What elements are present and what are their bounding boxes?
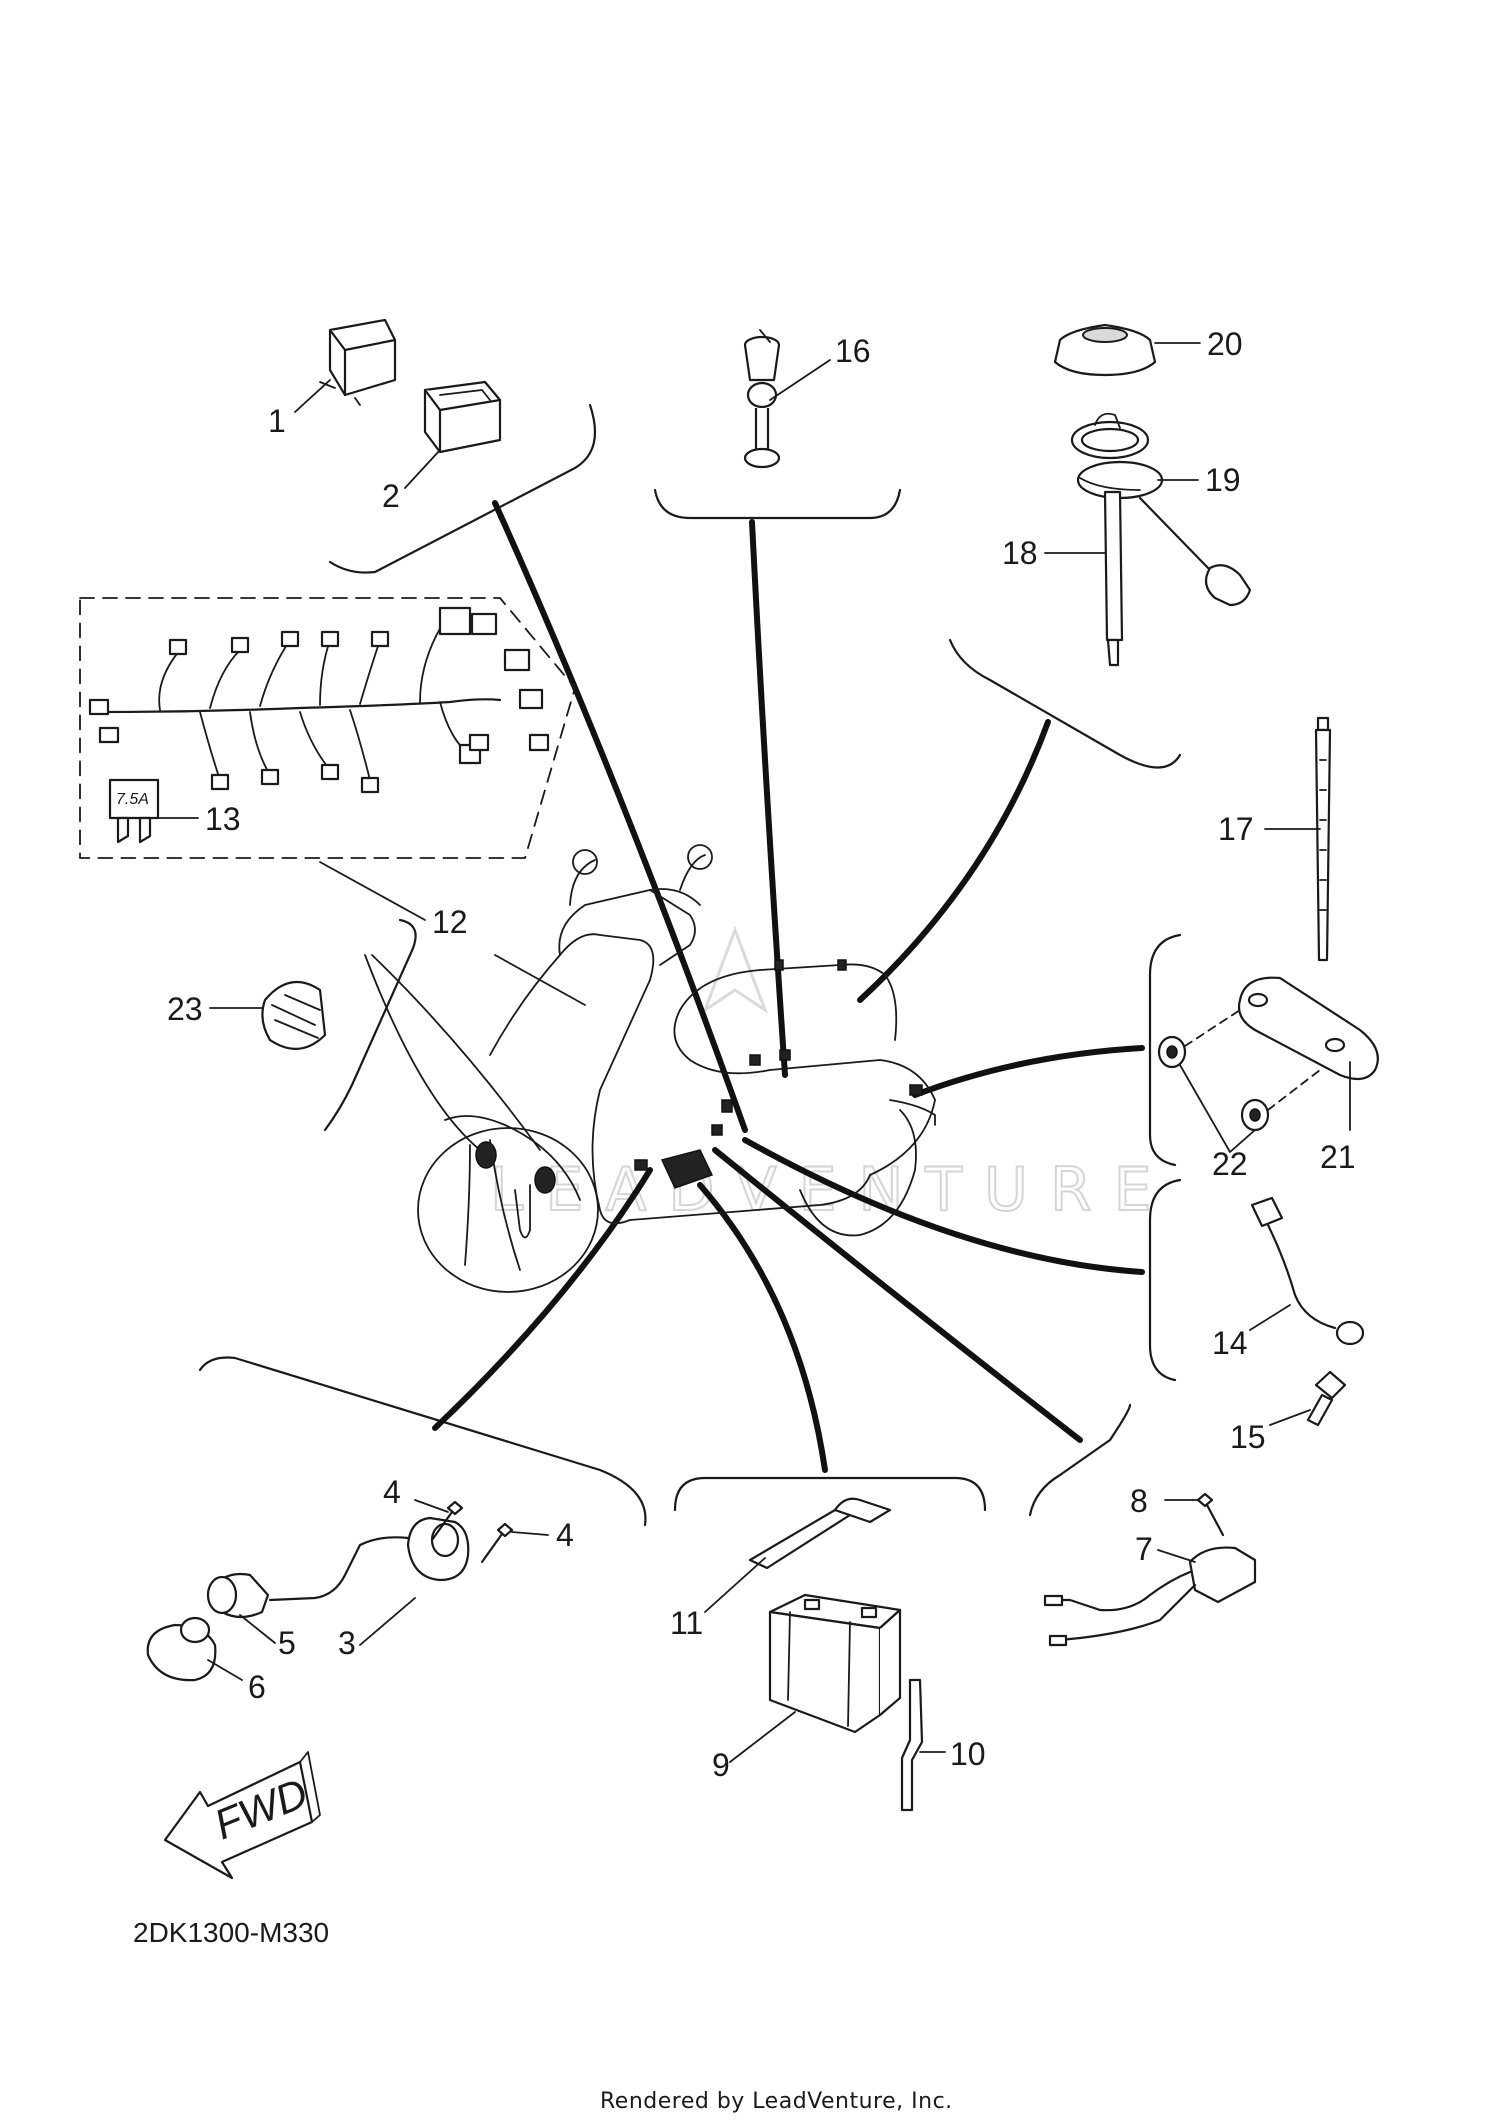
callout-10: 10 [950,1736,986,1772]
callout-2: 2 [382,478,400,514]
leader-lines [364,500,1145,1473]
part-14-lead-wire [1250,1196,1365,1346]
leader-4a [414,1499,449,1513]
callout-13: 13 [205,801,241,837]
callout-1: 1 [268,403,286,439]
leader-11 [704,1557,766,1613]
part-20-grommet [1053,323,1157,377]
fuse-rating-text: 7.5A [116,791,149,808]
bracket-lead-group [1148,1178,1182,1382]
part-1-relay [319,318,397,406]
part-19-fuel-gauge-ring [1070,412,1164,500]
callout-12: 12 [432,904,468,940]
part-18-fuel-sender [1103,490,1252,667]
callout-22: 22 [1212,1146,1248,1182]
callout-4a: 4 [383,1474,401,1510]
part-6-boot [146,1616,217,1682]
bracket-relay-group [328,403,597,574]
callout-21: 21 [1320,1139,1356,1175]
leader-4b [511,1531,549,1536]
callout-4b: 4 [556,1517,574,1553]
part-13-fuse: 7.5A [108,778,160,844]
part-5-plug-cap [206,1572,270,1619]
bracket-plate-group [1148,933,1182,1167]
callout-23: 23 [167,991,203,1027]
bracket-fuel-group [948,638,1182,769]
callout-15: 15 [1230,1419,1266,1455]
callout-11: 11 [670,1605,703,1641]
callout-20: 20 [1207,326,1243,362]
callout-3: 3 [338,1625,356,1661]
part-9-battery [768,1593,902,1734]
part-11-battery-band [748,1497,892,1570]
part-17-cable-tie [1314,716,1332,962]
fwd-arrow: FWD [163,1751,321,1880]
leader-7 [1157,1549,1196,1563]
part-2-housing [423,380,502,454]
callout-5: 5 [278,1625,296,1661]
watermark: LEADVENTURE [489,925,1174,1226]
callout-17: 17 [1218,811,1254,847]
bracket-sensor-group [653,488,902,520]
callout-6: 6 [248,1669,266,1705]
callout-8: 8 [1130,1483,1148,1519]
bracket-ignition-group [198,1356,647,1527]
part-15-bolt [1306,1370,1347,1427]
callout-14: 14 [1212,1325,1248,1361]
bracket-battery-group [673,1476,987,1512]
scooter-outline [417,844,936,1293]
part-8-screw [1196,1492,1225,1537]
part-21-plate [1237,976,1379,1081]
bracket-horn-group [323,918,417,1132]
callout-18: 18 [1002,535,1038,571]
callout-16: 16 [835,333,871,369]
callout-9: 9 [712,1747,730,1783]
part-7-control-unit [1043,1546,1257,1647]
leader-14 [1249,1304,1291,1331]
diagram-code: 2DK1300-M330 [133,1917,329,1948]
callout-7: 7 [1135,1531,1153,1567]
part-12-wire-harness [79,597,576,859]
part-22-grommets [1157,1009,1321,1132]
leader-6 [207,1659,243,1681]
leader-5 [239,1614,276,1644]
callout-19: 19 [1205,462,1241,498]
leader-22 [1179,1064,1256,1153]
part-4-screws [430,1500,514,1564]
bracket-unit-group [1028,1403,1132,1517]
leader-1 [294,379,331,413]
leader-2 [404,449,441,489]
part-3-ignition-coil [268,1516,470,1602]
leader-12 [319,861,586,1006]
part-10-breather-pipe [900,1678,924,1812]
leader-3 [359,1597,416,1646]
rendered-by-footer: Rendered by LeadVenture, Inc. [600,2089,953,2114]
part-23-horn [261,980,327,1050]
part-16-sensor [743,329,781,469]
leader-16 [769,359,831,401]
callout-labels: 1 2 3 4 4 5 6 7 8 9 10 11 12 13 14 15 16… [167,326,1356,1783]
leader-9 [729,1711,796,1763]
watermark-text: LEADVENTURE [490,1155,1174,1225]
leader-15 [1269,1409,1311,1426]
